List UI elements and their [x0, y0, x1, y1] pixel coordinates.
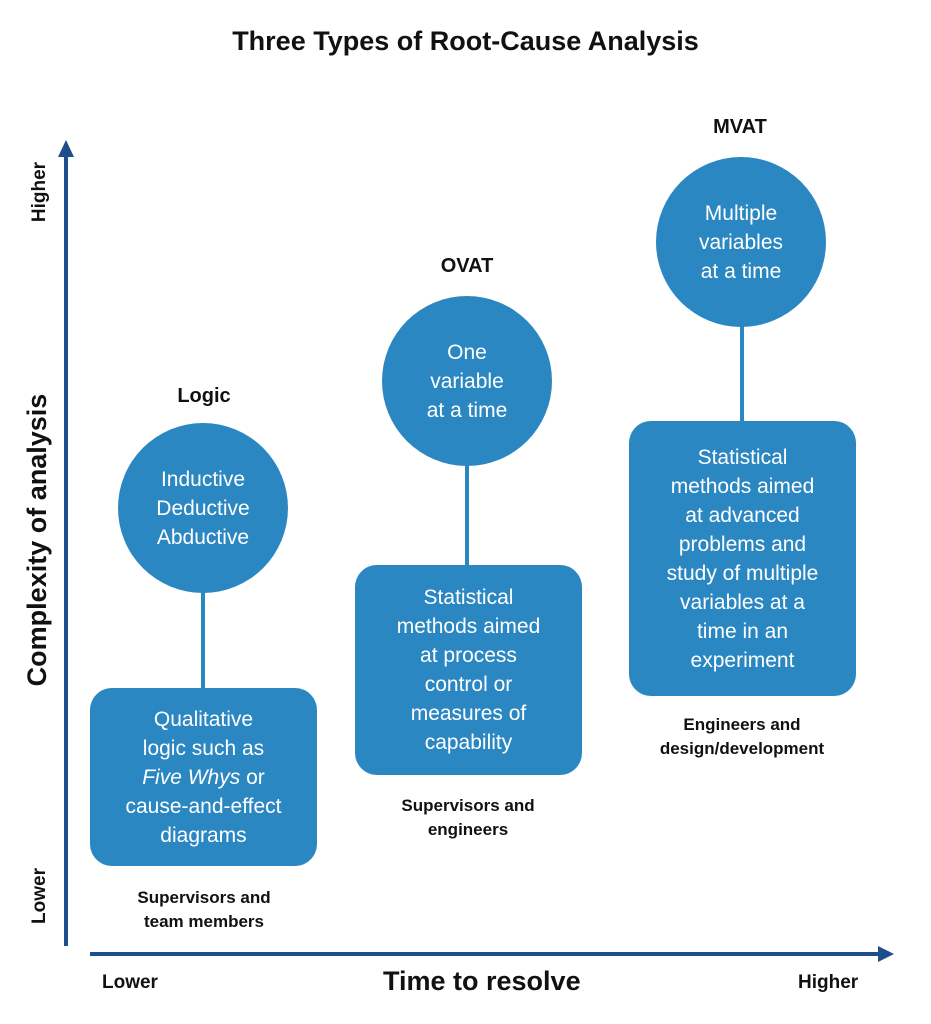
logic-audience-line: team members [143, 912, 264, 931]
ovat-audience: Supervisors and engineers [358, 794, 578, 842]
ovat-box-line: capability [424, 731, 513, 754]
mvat-audience-line: design/development [659, 739, 825, 758]
ovat-box-line: control or [424, 673, 513, 696]
logic-box-line: cause-and-effect [125, 794, 282, 818]
logic-audience-line: Supervisors and [137, 888, 271, 907]
mvat-connector [740, 322, 744, 424]
ovat-box: Statistical methods aimed at process con… [355, 565, 582, 775]
mvat-heading: MVAT [713, 116, 767, 138]
y-axis-high-label: Higher [29, 161, 50, 223]
mvat-circle: Multiple variables at a time [656, 157, 826, 327]
mvat-box-line: Statistical [697, 445, 788, 469]
ovat-heading: OVAT [440, 255, 494, 277]
mvat-box-line: variables at a [680, 590, 805, 614]
ovat-box-line: at process [420, 644, 517, 667]
mvat-box-line: study of multiple [666, 561, 819, 585]
x-axis-high-label: Higher [798, 972, 859, 993]
mvat-circle-line: at a time [700, 259, 782, 283]
five-whys-italic: Five Whys [142, 765, 241, 789]
logic-circle-line: Deductive [156, 496, 250, 520]
ovat-box-line: measures of [410, 702, 527, 725]
mvat-box-line: experiment [690, 648, 795, 672]
ovat-box-line: Statistical [423, 586, 514, 609]
ovat-audience-line: Supervisors and [401, 796, 535, 815]
ovat-circle-line: One [447, 340, 487, 364]
x-axis-label: Time to resolve [383, 966, 581, 996]
logic-box-line: Qualitative [153, 707, 254, 731]
logic-box: Qualitative logic such as Five Whys or c… [90, 688, 317, 866]
ovat-circle-line: variable [430, 369, 504, 393]
diagram-title: Three Types of Root-Cause Analysis [232, 26, 699, 56]
mvat-audience-line: Engineers and [683, 715, 801, 734]
x-axis-low-label: Lower [102, 972, 158, 993]
y-axis-low-label: Lower [29, 868, 50, 924]
mvat-box-line: time in an [696, 619, 789, 643]
mvat-box-line: methods aimed [670, 474, 815, 498]
logic-box-line-italic: Five Whys or [142, 765, 265, 789]
mvat-box: Statistical methods aimed at advanced pr… [629, 421, 856, 696]
logic-circle-line: Abductive [156, 525, 250, 549]
mvat-box-line: problems and [678, 532, 807, 556]
mvat-box-line: at advanced [685, 503, 800, 527]
x-axis-arrowhead [878, 946, 894, 962]
ovat-connector [465, 460, 469, 568]
mvat-circle-line: variables [698, 230, 784, 254]
mvat-audience: Engineers and design/development [622, 713, 862, 761]
y-axis-label: Complexity of analysis [22, 393, 52, 687]
logic-heading: Logic [177, 385, 231, 407]
logic-box-line: logic such as [142, 736, 265, 760]
ovat-circle: One variable at a time [382, 296, 552, 466]
logic-circle: Inductive Deductive Abductive [118, 423, 288, 593]
logic-circle-line: Inductive [160, 467, 246, 491]
logic-connector [201, 590, 205, 690]
logic-audience: Supervisors and team members [94, 886, 314, 934]
mvat-circle-line: Multiple [704, 201, 778, 225]
y-axis-arrowhead [58, 140, 74, 157]
ovat-audience-line: engineers [427, 820, 509, 839]
logic-box-line: diagrams [160, 823, 247, 847]
ovat-circle-line: at a time [426, 398, 508, 422]
ovat-box-line: methods aimed [396, 615, 541, 638]
